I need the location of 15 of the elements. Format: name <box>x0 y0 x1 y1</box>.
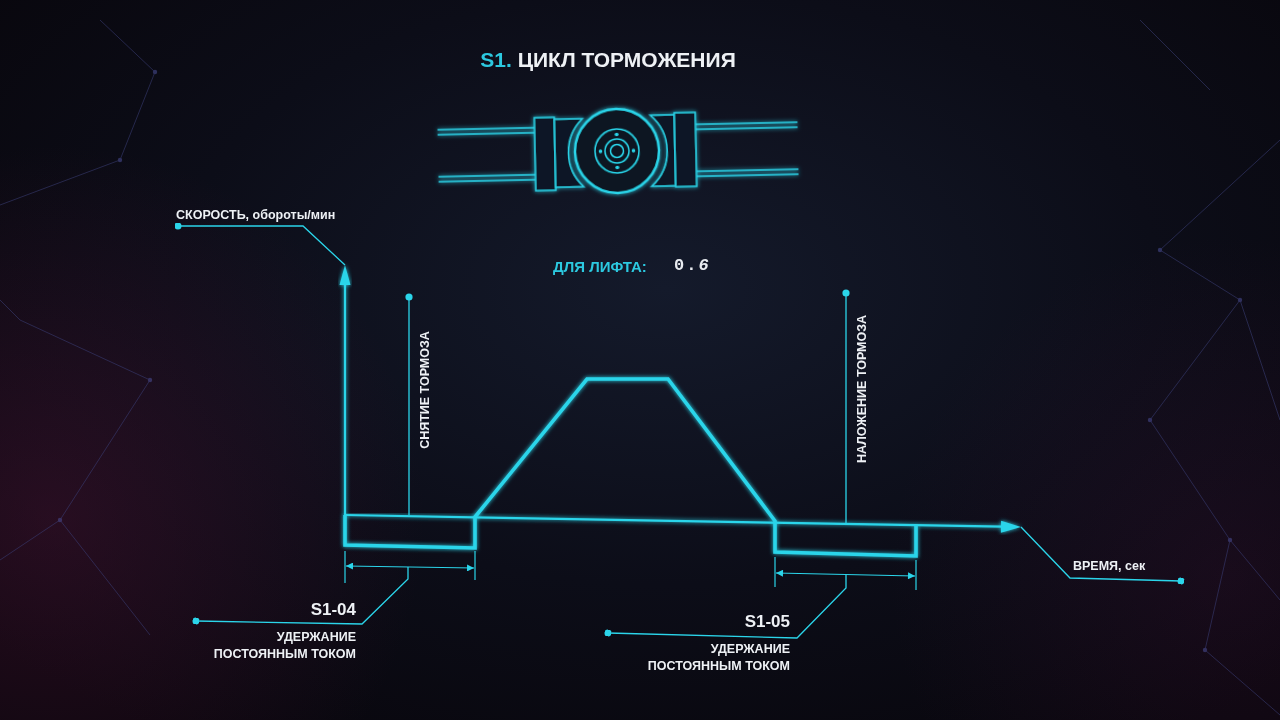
axis-label: ВРЕМЯ, сек <box>1073 559 1146 574</box>
brake-event-label: НАЛОЖЕНИЕ ТОРМОЗА <box>854 314 870 464</box>
axis-label: СКОРОСТЬ, обороты/мин <box>176 208 336 223</box>
leader-line <box>192 566 409 625</box>
lift-ratio-label: ДЛЯ ЛИФТА: <box>553 258 647 276</box>
parameter-code: S1-04 <box>310 601 356 619</box>
leader-line <box>174 222 346 266</box>
lift-ratio-value: 0.6 <box>674 256 711 276</box>
leader-line <box>604 574 847 639</box>
brake-event-label: СНЯТИЕ ТОРМОЗА <box>417 331 433 449</box>
parameter-description: УДЕРЖАНИЕ ПОСТОЯННЫМ ТОКОМ <box>212 629 356 663</box>
parameter-description: УДЕРЖАНИЕ ПОСТОЯННЫМ ТОКОМ <box>646 641 790 675</box>
parameter-code: S1-05 <box>744 613 790 631</box>
diagram-title: S1. ЦИКЛ ТОРМОЖЕНИЯ <box>480 48 736 72</box>
leader-line <box>1020 526 1185 585</box>
